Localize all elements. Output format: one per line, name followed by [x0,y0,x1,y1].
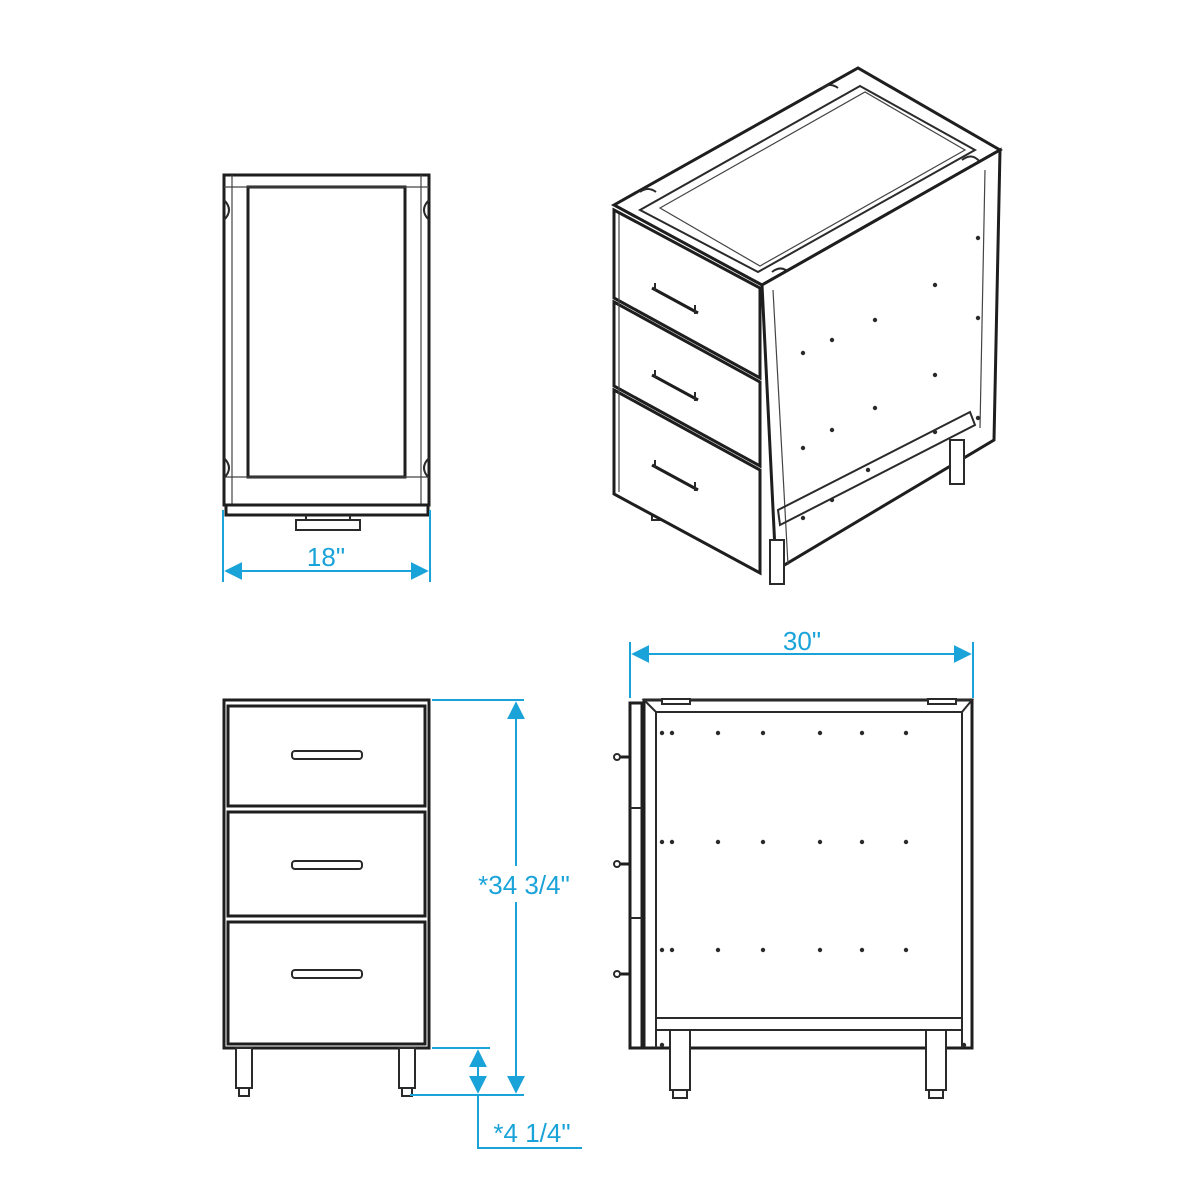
top-view-front-edge [224,503,430,517]
front-handle-3 [291,969,363,979]
iso-leg-back-right [949,439,965,485]
top-view-handle [295,519,361,531]
leg-height-dimension: *4 1/4" [432,1047,582,1149]
height-dimension: *34 3/4" [410,699,580,1096]
width-label: 18" [307,542,345,572]
front-handle-2 [291,860,363,870]
front-handle-1 [291,750,363,760]
top-view-outline [222,173,431,507]
iso-side-panel [760,147,1002,573]
depth-dimension: 30" [629,626,974,698]
side-bottom-rail [655,1017,963,1031]
side-drawer-edges [628,701,644,1050]
front-leg-right [398,1047,416,1089]
depth-label: 30" [783,626,821,656]
front-leg-left [235,1047,253,1089]
side-handle-stubs [613,753,630,978]
top-view [222,173,431,531]
side-view-outline [642,698,974,1050]
iso-handles [651,283,699,492]
iso-leg-front-right [769,539,785,585]
isometric-view [610,66,1004,585]
side-view [613,698,975,1099]
side-leg-front [669,1029,691,1091]
side-shelf-holes [659,730,967,1048]
iso-drawer-3 [612,387,762,576]
side-leg-back [925,1029,947,1091]
iso-drawer-1 [612,207,762,381]
height-label: *34 3/4" [478,870,570,900]
width-dimension: 18" [222,510,431,582]
iso-side-holes [800,235,981,521]
front-view [222,698,431,1097]
iso-drawer-2 [612,299,762,469]
leg-height-label: *4 1/4" [493,1118,570,1148]
front-drawer-3 [226,920,427,1046]
